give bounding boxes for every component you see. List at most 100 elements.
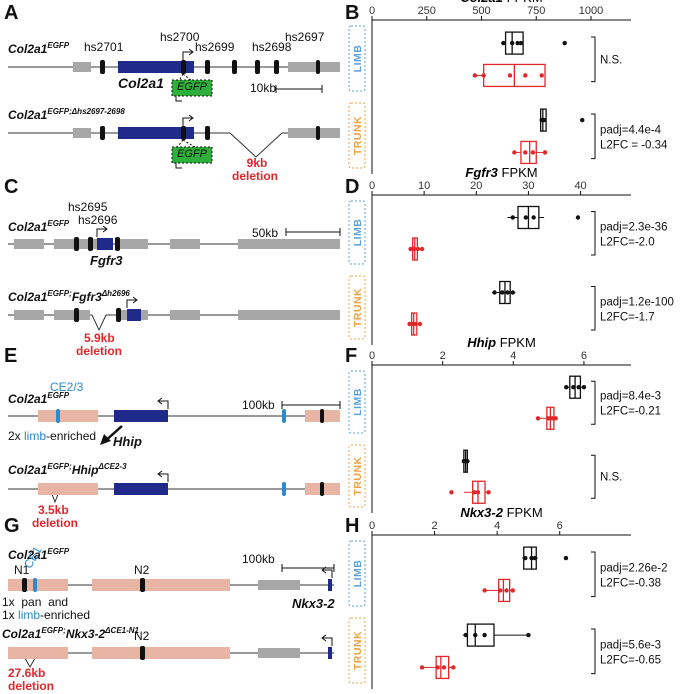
group-box-trunk xyxy=(348,444,366,508)
significance-bracket xyxy=(591,211,596,256)
stat-line1: padj=4.4e-4 xyxy=(600,124,662,136)
scale-bar-g: 100kb xyxy=(242,552,275,566)
group-label-limb: LIMB xyxy=(352,388,364,416)
panel-letter-a: A xyxy=(4,2,19,24)
gene-label-hhip: Hhip xyxy=(113,434,142,449)
significance-bracket xyxy=(591,113,596,160)
box-limb-mutant xyxy=(482,578,515,603)
data-point xyxy=(541,117,547,123)
data-point xyxy=(510,290,515,295)
box-limb-mutant xyxy=(535,406,558,430)
deletion-size-e: 3.5kb xyxy=(38,503,69,517)
panel-letter-h: H xyxy=(345,515,360,537)
stat-line1: padj=8.4e-3 xyxy=(600,391,661,403)
data-point xyxy=(504,588,509,593)
enriched-note-e: 2x limb-enriched xyxy=(8,429,97,443)
data-point xyxy=(435,665,440,670)
box-limb-control xyxy=(501,31,567,55)
data-point xyxy=(580,117,585,123)
significance-bracket xyxy=(591,628,596,675)
data-point xyxy=(546,416,551,421)
data-point xyxy=(486,490,491,495)
data-point xyxy=(515,40,520,46)
genotype-label-g2: Col2a1EGFP;Nkx3-2ΔCE1-N1 xyxy=(2,626,139,641)
data-point xyxy=(481,73,486,78)
element-n2-bottom: N2 xyxy=(134,629,150,643)
note-line2-g: 1x limb-enriched xyxy=(2,608,91,622)
x-tick-label: 10 xyxy=(418,180,430,192)
data-point xyxy=(542,150,548,155)
track-a2 xyxy=(8,114,340,169)
egfp-label-a2: EGFP xyxy=(177,148,207,160)
stat-line1: padj=2.3e-36 xyxy=(600,221,667,233)
data-point xyxy=(532,555,537,561)
data-point xyxy=(526,632,531,638)
deletion-size-a: 9kb xyxy=(246,156,268,170)
group-box-trunk xyxy=(348,102,366,169)
data-point xyxy=(512,150,517,155)
data-point xyxy=(562,40,567,46)
genotype-label-e2: Col2a1EGFP;HhipΔCE2-3 xyxy=(8,462,127,477)
gene-label-col2a1: Col2a1 xyxy=(118,75,164,91)
element-hs2697: hs2697 xyxy=(285,30,325,44)
group-box-limb xyxy=(348,370,366,434)
data-point xyxy=(523,215,529,220)
data-point xyxy=(472,490,477,495)
track-g1 xyxy=(8,564,335,592)
element-hs2695: hs2695 xyxy=(68,200,108,214)
x-tick-label: 4 xyxy=(510,350,516,362)
track-a1 xyxy=(8,48,340,102)
scale-bar-e: 100kb xyxy=(242,398,275,412)
stat-line2: L2FC = -0.34 xyxy=(600,139,668,151)
chart-title: Col2a1 FPKM xyxy=(460,0,542,5)
data-point xyxy=(539,73,544,78)
box xyxy=(466,623,495,647)
box-trunk-mutant xyxy=(407,312,423,336)
data-point xyxy=(501,40,506,46)
data-point xyxy=(492,290,497,295)
panel-letter-d: D xyxy=(345,176,360,198)
data-point xyxy=(535,416,541,421)
data-point xyxy=(510,215,515,220)
group-label-trunk: TRUNK xyxy=(352,288,364,327)
x-tick-label: 30 xyxy=(522,180,534,192)
data-point xyxy=(581,385,587,390)
track-c2 xyxy=(8,296,340,332)
data-point xyxy=(475,490,481,495)
track-c1 xyxy=(8,225,341,251)
element-hs2696: hs2696 xyxy=(78,213,118,227)
x-tick-label: 0 xyxy=(369,5,375,17)
x-tick-label: 0 xyxy=(369,350,375,362)
data-point xyxy=(510,588,515,593)
data-point xyxy=(498,588,503,593)
stat-line1: padj=1.2e-100 xyxy=(600,296,674,308)
box-limb-mutant xyxy=(408,237,425,261)
panel-letter-f: F xyxy=(345,345,358,367)
genotype-label-e1: Col2a1EGFP xyxy=(8,391,70,406)
x-tick-label: 6 xyxy=(557,520,563,532)
data-point xyxy=(419,246,425,252)
data-point xyxy=(518,40,524,46)
stat-line2: L2FC=-2.0 xyxy=(600,236,655,248)
data-point xyxy=(465,459,470,464)
data-point xyxy=(419,665,425,670)
box-limb-mutant xyxy=(472,63,546,88)
stat-line2: L2FC=-1.7 xyxy=(600,311,655,323)
stat-line1: N.S. xyxy=(600,472,622,484)
data-point xyxy=(507,73,513,78)
genotype-label-c2: Col2a1EGFP;Fgfr3Δh2696 xyxy=(8,289,130,304)
deletion-size-c: 5.9kb xyxy=(84,331,115,345)
x-tick-label: 40 xyxy=(574,180,586,192)
box-limb-control xyxy=(507,205,581,230)
significance-bracket xyxy=(591,36,596,83)
x-tick-label: 2 xyxy=(440,350,446,362)
x-tick-label: 250 xyxy=(418,5,436,17)
data-point xyxy=(523,73,528,78)
element-n1: N1 xyxy=(14,563,30,577)
panel-letter-b: B xyxy=(345,2,360,24)
box-trunk-mutant xyxy=(512,140,548,165)
significance-bracket xyxy=(591,380,596,425)
